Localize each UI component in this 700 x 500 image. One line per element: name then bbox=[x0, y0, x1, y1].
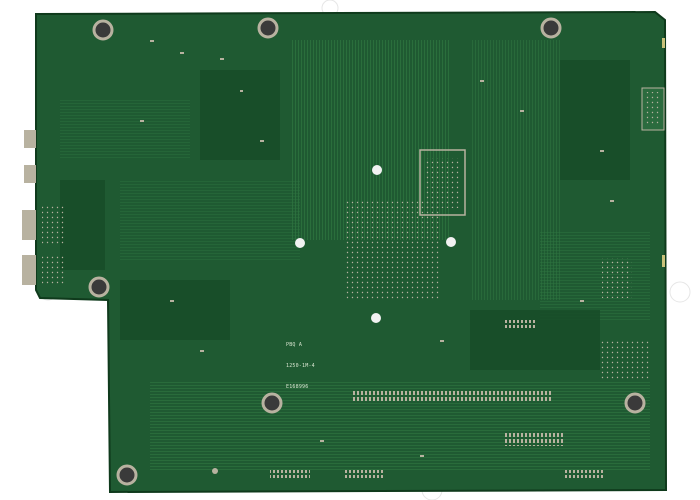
rear-io-pads bbox=[22, 130, 64, 285]
mount-hole-top-left bbox=[92, 19, 114, 41]
ground-planes bbox=[60, 60, 630, 370]
plated-holes bbox=[295, 165, 456, 323]
mount-hole-bottom-left bbox=[116, 464, 138, 486]
mount-hole-bottom-mid bbox=[261, 392, 283, 414]
mount-hole-left bbox=[88, 276, 110, 298]
silkscreen-line-3: E168996 bbox=[286, 384, 309, 390]
silkscreen-line-2: 1250-1M-4 bbox=[286, 363, 315, 369]
silkscreen-label: PBQ A 1250-1M-4 E168996 bbox=[286, 328, 346, 398]
mount-hole-top-right bbox=[540, 17, 562, 39]
edge-marks bbox=[662, 38, 665, 267]
mount-hole-top-mid bbox=[257, 17, 279, 39]
mounting-holes bbox=[88, 17, 646, 486]
smd-components bbox=[140, 40, 614, 474]
header-pin-strips bbox=[270, 258, 650, 478]
vga-connector-pads bbox=[641, 87, 665, 131]
mount-hole-bottom-right bbox=[624, 392, 646, 414]
silkscreen-line-1: PBQ A bbox=[286, 342, 303, 348]
chipset-bga-area bbox=[345, 149, 466, 300]
